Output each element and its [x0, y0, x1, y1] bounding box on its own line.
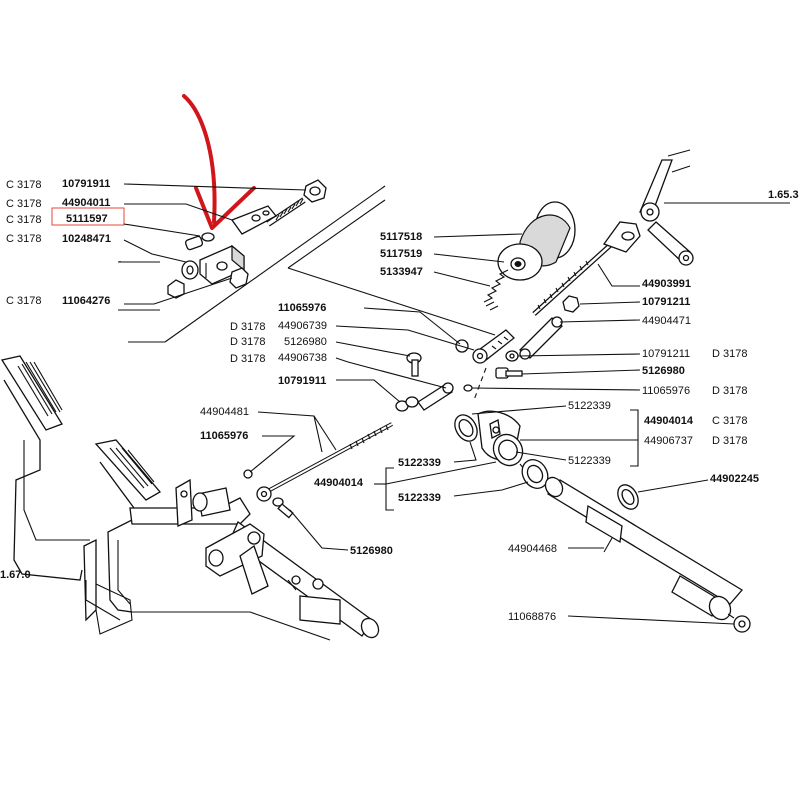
threaded-rod-5111597	[266, 197, 306, 227]
red-arrow-annotation	[182, 94, 256, 230]
sleeve-44904471	[519, 316, 563, 360]
label-10791911-mid: 10791911	[278, 375, 326, 387]
pin-44906738	[406, 352, 422, 377]
code-c3178-4: C 3178	[6, 233, 41, 245]
label-11064276: 11064276	[62, 295, 110, 307]
label-44904468: 44904468	[508, 543, 557, 555]
code-d3178-1: D 3178	[230, 321, 265, 333]
code-d3178-5: D 3178	[712, 385, 747, 397]
label-44902245: 44902245	[710, 473, 759, 485]
code-c3178-2: C 3178	[6, 198, 41, 210]
link-rod	[395, 382, 473, 412]
label-5122339-a: 5122339	[568, 400, 611, 412]
label-1653: 1.65.3	[768, 189, 799, 201]
label-5133947: 5133947	[380, 266, 423, 278]
code-d3178-6: D 3178	[712, 435, 747, 447]
label-11065976-b: 11065976	[642, 385, 690, 397]
clip-11064276	[229, 267, 249, 289]
label-44904471: 44904471	[642, 315, 691, 327]
label-11065976-a: 11065976	[278, 302, 326, 314]
label-5126980-c: 5126980	[350, 545, 393, 557]
washer-44902245	[617, 484, 639, 510]
code-c3178-3: C 3178	[6, 214, 41, 226]
pedal-right	[94, 439, 162, 613]
label-44904014-r: 44904014	[644, 415, 694, 427]
pedal-left	[0, 355, 90, 581]
rod-end-44906739	[472, 329, 515, 364]
bushing	[181, 260, 199, 280]
code-d3178-3: D 3178	[230, 353, 265, 365]
label-10791211-a: 10791211	[642, 296, 690, 308]
lower-labels: 44904481 11065976 5122339 44904014 51223…	[0, 406, 759, 625]
clip-11068876	[727, 613, 751, 633]
clevis-plate-44904011	[230, 205, 277, 235]
label-44906737: 44906737	[644, 435, 693, 447]
code-c3178-6: C 3178	[712, 415, 747, 427]
label-44904014-l: 44904014	[314, 477, 364, 489]
label-11068876: 11068876	[508, 611, 556, 623]
label-5111597: 5111597	[66, 213, 108, 225]
label-5117519: 5117519	[380, 248, 422, 260]
label-10791211-b: 10791211	[642, 348, 690, 360]
highlight-box-5111597	[51, 207, 125, 226]
bushing-5122339-a	[454, 414, 478, 442]
code-c3178-5: C 3178	[6, 295, 41, 307]
label-11065976-c: 11065976	[200, 430, 248, 442]
right-labels: 1.65.3 5117518 5117519 5133947 44903991 …	[230, 189, 799, 467]
rod-44904481	[243, 422, 393, 519]
cross-shaft-assembly	[454, 367, 751, 633]
bolt-5126980-c	[272, 497, 294, 519]
nut-10791211-b	[505, 350, 519, 362]
pin-10248471	[184, 232, 215, 251]
label-5122339-b: 5122339	[568, 455, 611, 467]
label-5122339-d: 5122339	[398, 492, 441, 504]
label-44904481: 44904481	[200, 406, 249, 418]
spring-5133947	[483, 269, 509, 311]
threaded-rod-44903991	[532, 221, 641, 316]
label-5122339-c: 5122339	[398, 457, 441, 469]
label-167: 1.67.0	[0, 569, 31, 581]
left-labels: C 3178 10791911 C 3178 44904011 C 3178 5…	[6, 178, 307, 307]
bushing-5122339-b	[521, 459, 549, 489]
tube-44904468	[544, 476, 743, 621]
label-10248471: 10248471	[62, 233, 111, 245]
label-44906739: 44906739	[278, 320, 327, 332]
bolt-5126980-a	[495, 367, 523, 379]
inset-parts	[167, 179, 327, 299]
label-10791911-top: 10791911	[62, 178, 110, 190]
code-c3178-1: C 3178	[6, 179, 41, 191]
pedal-assembly	[0, 355, 380, 641]
inset-frame	[118, 185, 496, 343]
label-44904011: 44904011	[62, 197, 110, 209]
lever-44904014	[477, 410, 524, 467]
code-d3178-4: D 3178	[712, 348, 747, 360]
code-d3178-2: D 3178	[230, 336, 265, 348]
label-5126980-b: 5126980	[642, 365, 685, 377]
upper-right-assembly	[395, 149, 790, 412]
rubber-mount-5117518	[497, 201, 576, 281]
nut-10791211-a	[562, 295, 580, 313]
label-5117518: 5117518	[380, 231, 422, 243]
label-44903991: 44903991	[642, 278, 691, 290]
nut-10791911-top	[303, 179, 327, 203]
label-5126980-a: 5126980	[284, 336, 327, 348]
label-44906738: 44906738	[278, 352, 327, 364]
